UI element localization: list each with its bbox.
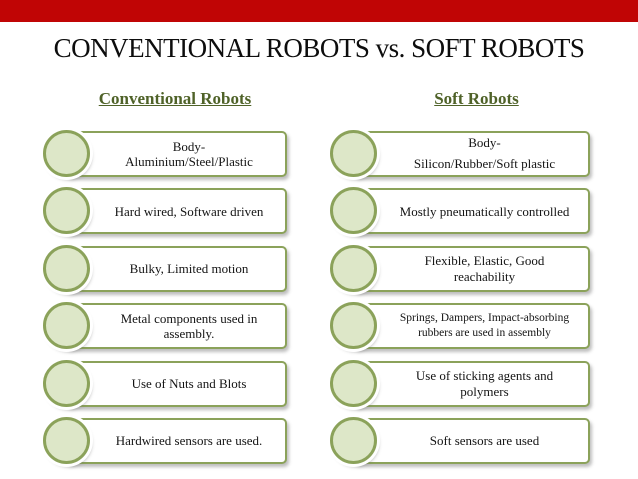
bullet-circle-icon <box>43 359 90 407</box>
item-box: Metal components used in assembly. <box>65 303 287 350</box>
top-accent-bar <box>0 0 638 22</box>
list-item: Flexible, Elastic, Good reachability <box>330 244 590 292</box>
bullet-circle-icon <box>43 244 90 292</box>
item-label: Use of sticking agents and polymers <box>415 368 554 399</box>
list-item: Body- Aluminium/Steel/Plastic <box>43 130 287 177</box>
item-box: Hardwired sensors are used. <box>65 417 287 464</box>
list-item: Mostly pneumatically controlled <box>330 187 590 235</box>
item-box: Flexible, Elastic, Good reachability <box>353 245 590 292</box>
item-box: Hard wired, Software driven <box>65 188 287 235</box>
item-box: Body- Silicon/Rubber/Soft plastic <box>353 131 590 177</box>
item-label: Hardwired sensors are used. <box>115 433 263 449</box>
bullet-circle-icon <box>330 302 377 350</box>
item-label: Flexible, Elastic, Good reachability <box>424 253 545 284</box>
list-item: Use of sticking agents and polymers <box>330 359 590 407</box>
slide-title: CONVENTIONAL ROBOTS vs. SOFT ROBOTS <box>53 33 585 63</box>
item-box: Soft sensors are used <box>353 417 590 464</box>
bullet-circle-icon <box>330 187 377 235</box>
soft-robots-list: Body- Silicon/Rubber/Soft plastic Mostly… <box>330 130 590 475</box>
item-label: Hard wired, Software driven <box>114 203 264 219</box>
bullet-circle-icon <box>330 359 377 407</box>
list-item: Hardwired sensors are used. <box>43 416 287 464</box>
bullet-circle-icon <box>43 416 90 464</box>
column-header-soft: Soft Robots <box>434 89 519 108</box>
item-box: Body- Aluminium/Steel/Plastic <box>65 131 287 177</box>
list-item: Use of Nuts and Blots <box>43 359 287 407</box>
bullet-circle-icon <box>330 244 377 292</box>
list-item: Springs, Dampers, Impact-absorbing rubbe… <box>330 302 590 350</box>
item-label: Mostly pneumatically controlled <box>399 203 570 219</box>
item-label: Body- Silicon/Rubber/Soft plastic <box>413 135 556 171</box>
bullet-circle-icon <box>43 302 90 350</box>
item-label: Metal components used in assembly. <box>120 310 258 342</box>
column-header-conventional: Conventional Robots <box>98 89 252 108</box>
item-box: Mostly pneumatically controlled <box>353 188 590 235</box>
item-label: Body- Aluminium/Steel/Plastic <box>125 138 253 169</box>
item-label: Bulky, Limited motion <box>129 261 249 277</box>
bullet-circle-icon <box>330 416 377 464</box>
bullet-circle-icon <box>330 130 377 177</box>
item-box: Use of sticking agents and polymers <box>353 360 590 407</box>
item-box: Use of Nuts and Blots <box>65 360 287 407</box>
list-item: Soft sensors are used <box>330 416 590 464</box>
item-box: Bulky, Limited motion <box>65 245 287 292</box>
bullet-circle-icon <box>43 130 90 177</box>
item-label: Use of Nuts and Blots <box>131 375 247 391</box>
item-label: Soft sensors are used <box>429 433 540 449</box>
bullet-circle-icon <box>43 187 90 235</box>
item-box: Springs, Dampers, Impact-absorbing rubbe… <box>353 303 590 350</box>
list-item: Hard wired, Software driven <box>43 187 287 235</box>
item-label: Springs, Dampers, Impact-absorbing rubbe… <box>399 312 570 340</box>
conventional-robots-list: Body- Aluminium/Steel/Plastic Hard wired… <box>43 130 287 475</box>
list-item: Metal components used in assembly. <box>43 302 287 350</box>
list-item: Body- Silicon/Rubber/Soft plastic <box>330 130 590 177</box>
list-item: Bulky, Limited motion <box>43 244 287 292</box>
